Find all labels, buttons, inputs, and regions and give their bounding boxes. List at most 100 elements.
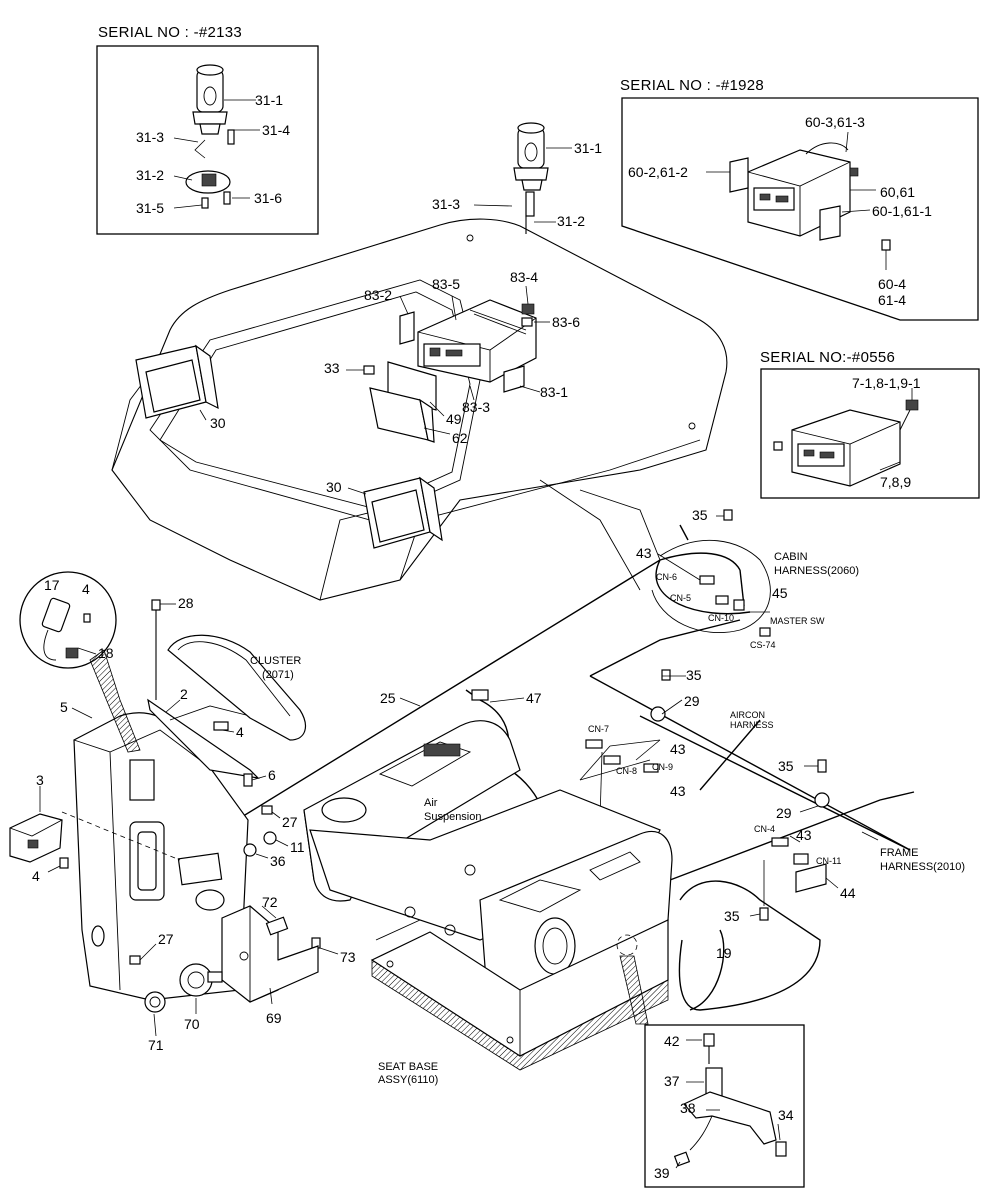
inset-radio-1928: SERIAL NO : -#1928 60-3,61-3 60-2,61-2 6…: [620, 77, 979, 321]
callout-35: 35: [692, 507, 708, 523]
connector-tag: CN-8: [616, 766, 637, 776]
callout-7-1: 7-1,8-1,9-1: [852, 375, 921, 391]
callout-73: 73: [340, 949, 356, 965]
callout-31-2: 31-2: [557, 213, 585, 229]
callout-27: 27: [158, 931, 174, 947]
work-lamp-icon: [363, 476, 443, 549]
inset-frame: [96, 45, 319, 235]
callout-43: 43: [670, 741, 686, 757]
callout-28: 28: [178, 595, 194, 611]
inset-header-0556: SERIAL NO:-#0556: [760, 349, 895, 366]
inset-header-1928: SERIAL NO : -#1928: [620, 77, 764, 94]
work-lamp-icon: [135, 344, 219, 419]
cluster-label: CLUSTER: [250, 655, 301, 667]
air-suspension-label: Air: [424, 797, 438, 809]
callout-4: 4: [82, 581, 90, 597]
cluster-display: [167, 634, 307, 741]
callout-83-6: 83-6: [552, 314, 580, 330]
callout-83-1: 83-1: [540, 384, 568, 400]
callout-72: 72: [262, 894, 278, 910]
inset-header-2133: SERIAL NO : -#2133: [98, 24, 242, 41]
callout-2: 2: [180, 686, 188, 702]
roof-radio-icon: [399, 299, 537, 393]
side-console: [61, 712, 249, 1001]
callout-3: 3: [36, 772, 44, 788]
callout-29: 29: [776, 805, 792, 821]
callout-47: 47: [526, 690, 542, 706]
connector-tag: CS-74: [750, 640, 776, 650]
callout-18: 18: [98, 645, 114, 661]
callout-61-4: 61-4: [878, 292, 906, 308]
aircon-harness-label: HARNESS: [730, 720, 774, 730]
radio-unit-icon: [773, 399, 919, 487]
beacon-lamp-icon: [513, 122, 549, 234]
callout-60-2: 60-2,61-2: [628, 164, 688, 180]
callout-4: 4: [32, 868, 40, 884]
cab-roof: [111, 218, 728, 601]
callout-35: 35: [724, 908, 740, 924]
aircon-harness-label: AIRCON: [730, 710, 765, 720]
callout-31-2: 31-2: [136, 167, 164, 183]
callout-29: 29: [684, 693, 700, 709]
callout-43: 43: [796, 827, 812, 843]
callout-37: 37: [664, 1073, 680, 1089]
callout-43: 43: [636, 545, 652, 561]
frame-harness-label: FRAME: [880, 847, 919, 859]
callout-35: 35: [686, 667, 702, 683]
washer-icon: [144, 831, 277, 1013]
callout-34: 34: [778, 1107, 794, 1123]
callout-4: 4: [236, 724, 244, 740]
callout-30: 30: [210, 415, 226, 431]
connector-tag: CN-10: [708, 613, 734, 623]
seat-switch-inset: 42 37 38 34 39: [616, 934, 805, 1188]
cluster-label: (2071): [262, 669, 294, 681]
clamp-icon: [650, 706, 830, 808]
connector-tag: CN-5: [670, 593, 691, 603]
beacon-base-icon: [185, 129, 235, 209]
air-suspension-label: Suspension: [424, 811, 482, 823]
beacon-lamp-icon: [192, 64, 228, 135]
callout-6: 6: [268, 767, 276, 783]
horn-icon: [179, 963, 223, 997]
callout-45: 45: [772, 585, 788, 601]
callout-70: 70: [184, 1016, 200, 1032]
radio-unit-icon: [729, 142, 859, 241]
callout-38: 38: [680, 1100, 696, 1116]
bracket-3: [9, 813, 63, 863]
callout-69: 69: [266, 1010, 282, 1026]
connector-tag: CN-9: [652, 762, 673, 772]
callout-31-6: 31-6: [254, 190, 282, 206]
connector-icon: [469, 575, 827, 893]
callout-33: 33: [324, 360, 340, 376]
bolt-icon: [59, 599, 321, 965]
callout-83-2: 83-2: [364, 287, 392, 303]
callout-60-1: 60-1,61-1: [872, 203, 932, 219]
radio-bezel-icon: [369, 387, 435, 443]
cabin-harness-label: HARNESS(2060): [774, 565, 859, 577]
callout-31-4: 31-4: [262, 122, 290, 138]
master-switch-label: MASTER SW: [770, 616, 825, 626]
callout-60-4: 60-4: [878, 276, 906, 292]
callout-31-1: 31-1: [574, 140, 602, 156]
callout-39: 39: [654, 1165, 670, 1181]
callout-60-3: 60-3,61-3: [805, 114, 865, 130]
connector-tag: CN-7: [588, 724, 609, 734]
seat-base-label: ASSY(6110): [378, 1074, 438, 1086]
callout-83-3: 83-3: [462, 399, 490, 415]
seat-base-label: SEAT BASE: [378, 1061, 438, 1073]
inset-beacon-2133: SERIAL NO : -#2133 31-1 31-4 31-3 31-2 3…: [96, 24, 319, 235]
connector-tag: CN-6: [656, 572, 677, 582]
callout-62: 62: [452, 430, 468, 446]
connector-tag: CN-4: [754, 824, 775, 834]
inset-frame: [621, 97, 979, 321]
seat-base: [370, 919, 669, 1071]
callout-27: 27: [282, 814, 298, 830]
callout-31-3: 31-3: [432, 196, 460, 212]
callout-60: 60,61: [880, 184, 915, 200]
cabin-harness-label: CABIN: [774, 551, 808, 563]
callout-36: 36: [270, 853, 286, 869]
callout-35: 35: [778, 758, 794, 774]
callout-31-5: 31-5: [136, 200, 164, 216]
callout-19: 19: [716, 945, 732, 961]
callout-42: 42: [664, 1033, 680, 1049]
